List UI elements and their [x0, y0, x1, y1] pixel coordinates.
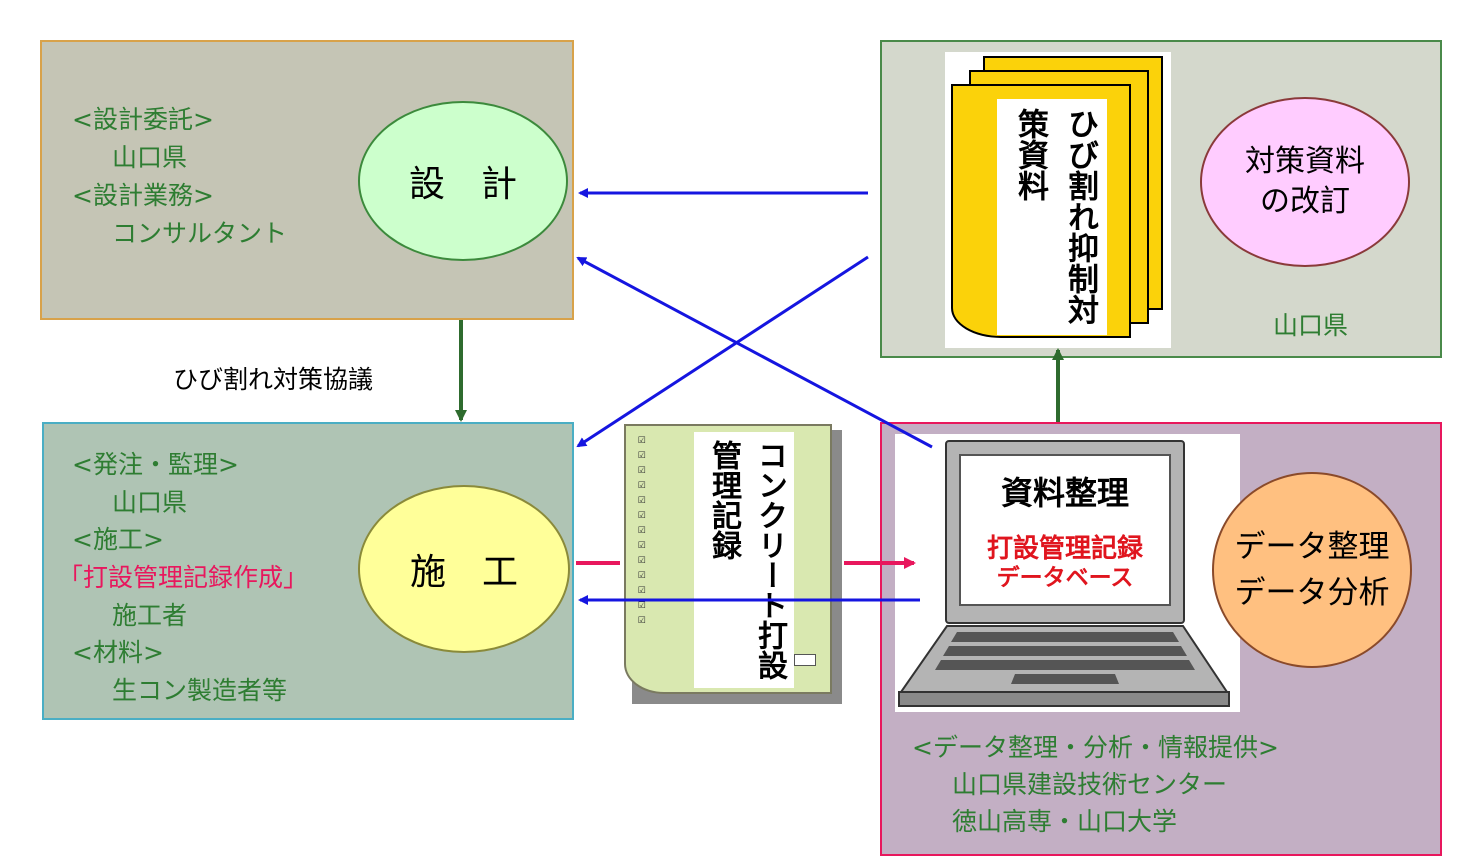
construction-line-5: 施工者 — [112, 601, 188, 630]
design-line-3: <設計業務> — [72, 181, 214, 210]
revision-owner: 山口県 — [1273, 311, 1349, 340]
countermeasure-document: ひび割れ抑制対策資料 — [945, 52, 1171, 348]
construction-line-7: 生コン製造者等 — [112, 676, 288, 705]
doc-label-panel — [997, 99, 1107, 335]
laptop-keyboard — [898, 625, 1230, 707]
data-circle-line-1: データ整理 — [1234, 528, 1390, 565]
data-circle-line-2: データ分析 — [1234, 575, 1390, 611]
record-label-panel — [694, 432, 794, 688]
revision-circle-label: 対策資料の改訂 — [1245, 143, 1365, 220]
design-circle: 設 計 — [358, 101, 568, 261]
placement-record-document: ☑☑☑☑☑☑☑☑☑☑☑☑☑ コンクリート打設管理記録 — [622, 422, 844, 706]
construction-line-3: <施工> — [72, 525, 164, 554]
revision-circle: 対策資料の改訂 — [1200, 97, 1410, 267]
arrow-data-to-design — [576, 256, 933, 449]
arrow-revision-to-construction — [576, 255, 869, 448]
laptop-screen — [959, 454, 1171, 606]
construction-circle: 施 工 — [358, 485, 570, 653]
screen-title: 資料整理 — [1000, 474, 1129, 512]
screen-database-line: データベース — [996, 565, 1134, 591]
data-circle: データ整理 データ分析 — [1212, 472, 1412, 668]
data-line-2: 山口県建設技術センター — [952, 770, 1228, 799]
screen-record-line: 打設管理記録 — [986, 534, 1143, 564]
record-checklist: ☑☑☑☑☑☑☑☑☑☑☑☑☑ — [638, 432, 646, 627]
construction-circle-label: 施 工 — [409, 552, 518, 593]
data-line-3: 徳山高専・山口大学 — [952, 807, 1178, 836]
design-line-1: <設計委託> — [72, 105, 214, 134]
placement-record-title: コンクリート打設管理記録 — [706, 440, 787, 680]
laptop-illustration: 資料整理 打設管理記録 データベース — [895, 434, 1240, 712]
construction-line-1: <発注・監理> — [72, 450, 239, 479]
design-circle-label: 設 計 — [408, 164, 517, 205]
construction-line-2: 山口県 — [112, 488, 188, 517]
countermeasure-doc-title: ひび割れ抑制対策資料 — [1012, 108, 1098, 325]
record-tab — [794, 654, 816, 666]
data-line-1: <データ整理・分析・情報提供> — [912, 733, 1279, 762]
construction-line-4: 「打設管理記録作成」 — [58, 563, 309, 592]
design-line-2: 山口県 — [112, 143, 188, 172]
construction-line-6: <材料> — [72, 638, 164, 667]
design-line-4: コンサルタント — [112, 219, 288, 248]
crack-countermeasure-label: ひび割れ対策協議 — [173, 365, 374, 394]
